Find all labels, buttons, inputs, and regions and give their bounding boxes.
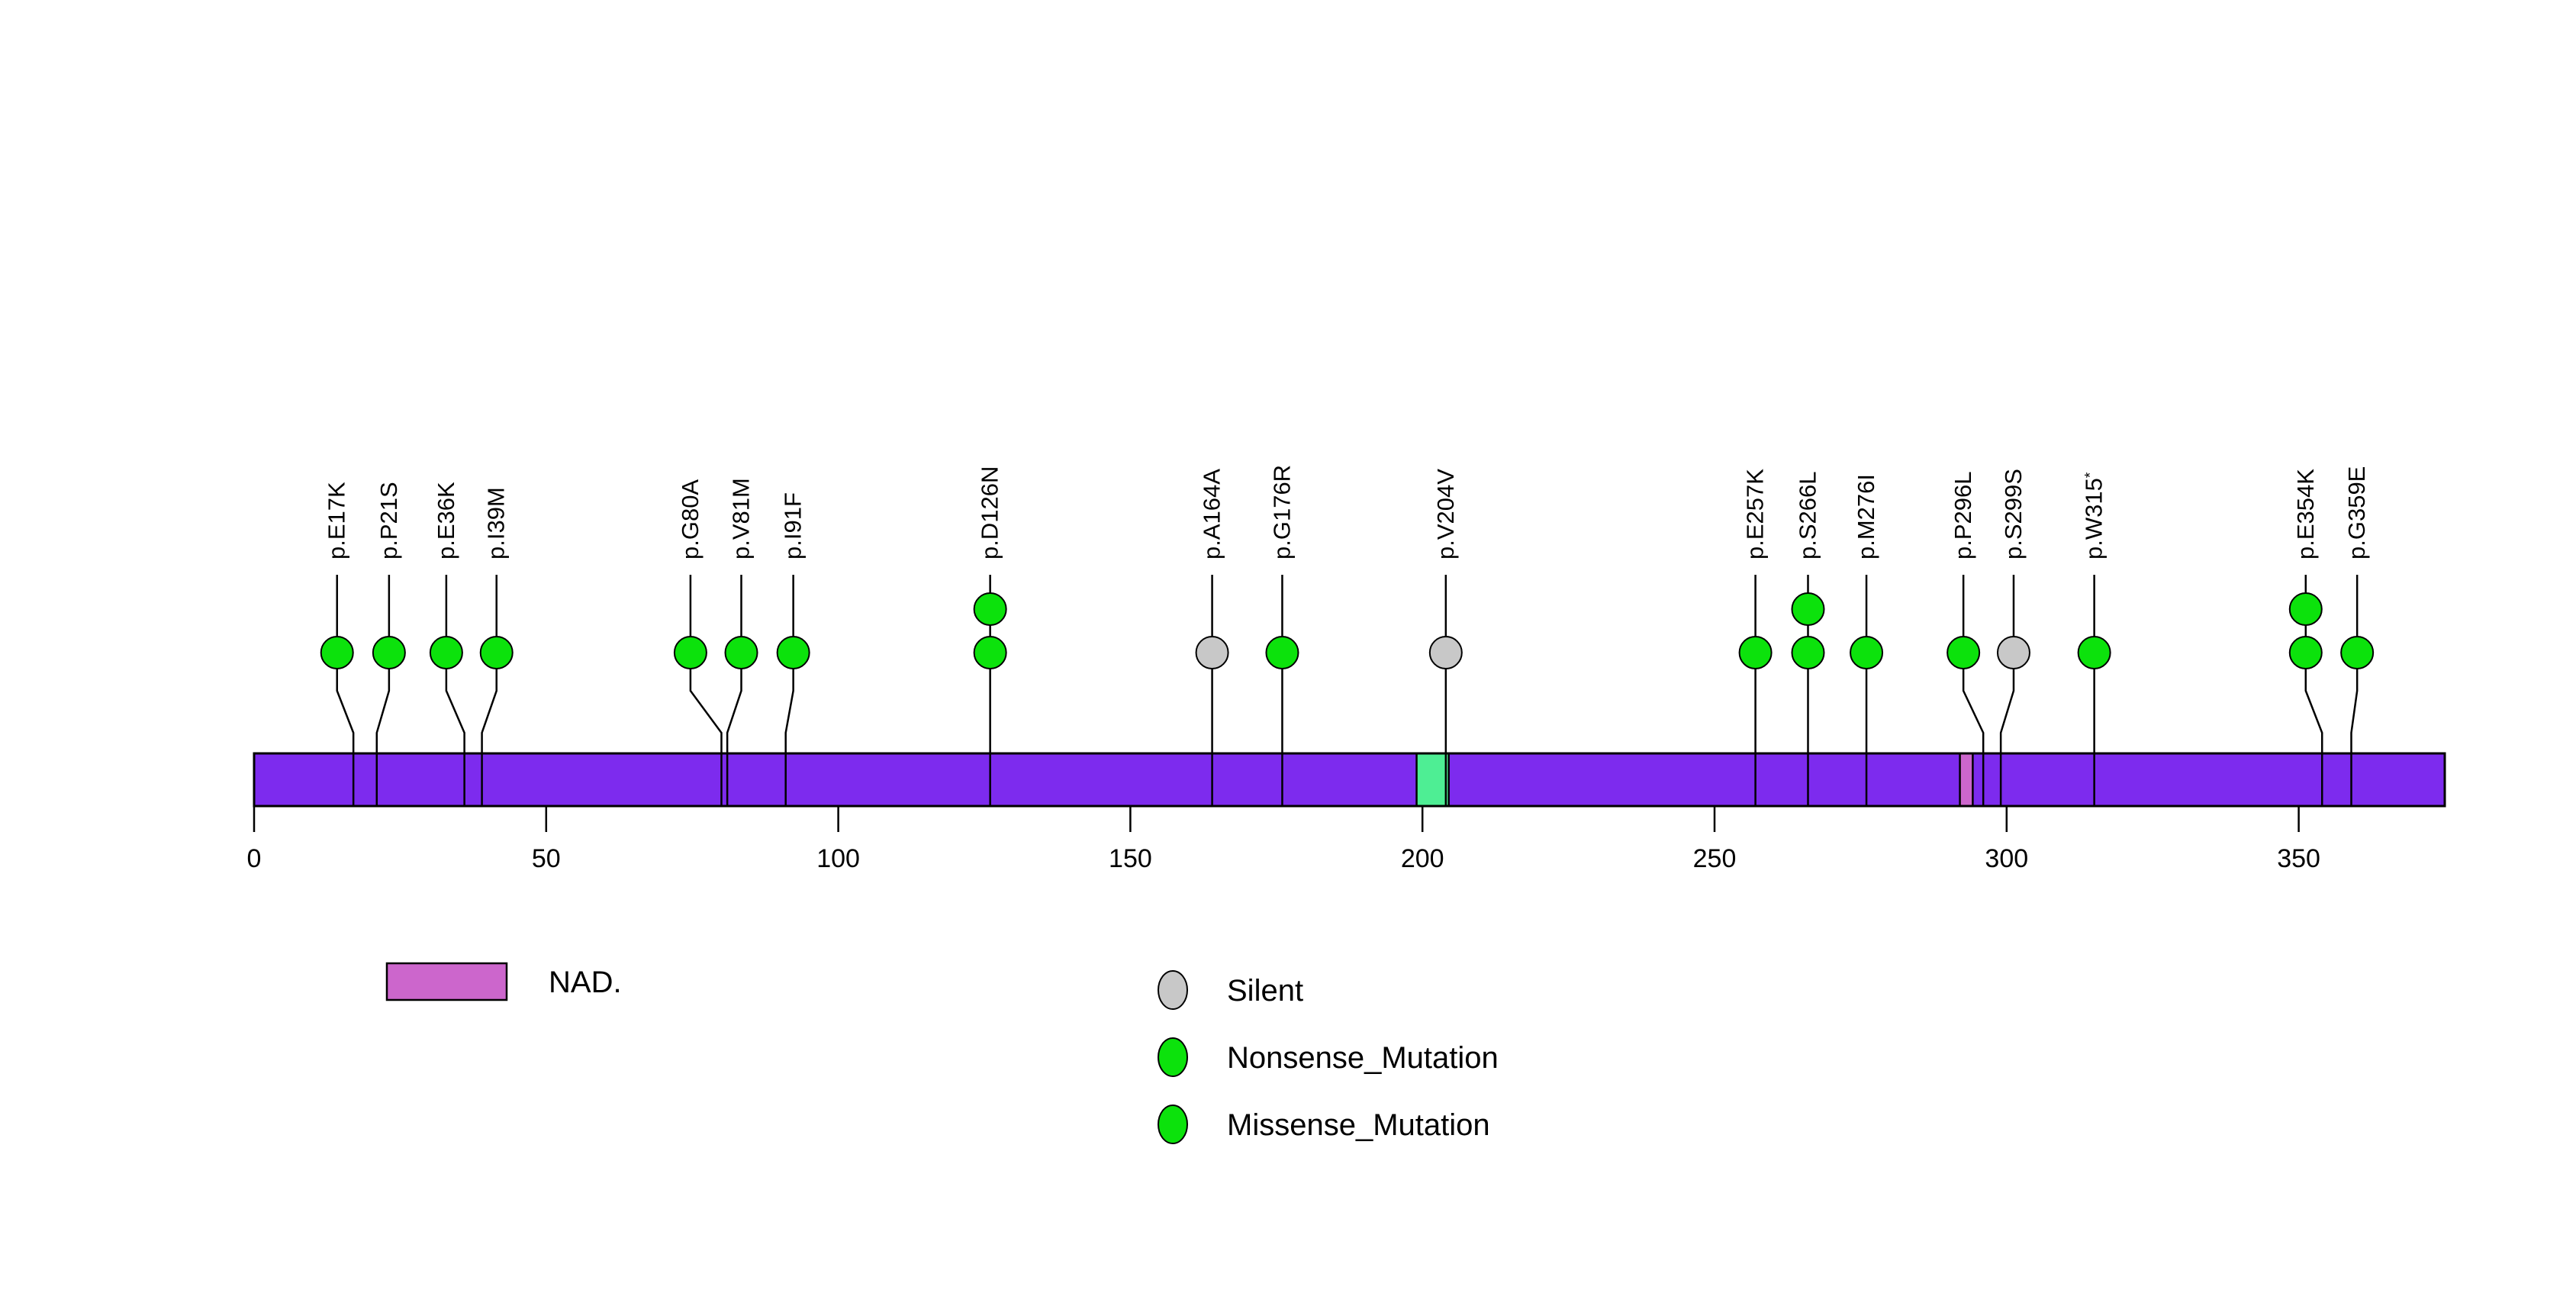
stick-bottom-p.P296L	[1962, 669, 1985, 806]
legend-domain-swatch-nad	[385, 962, 508, 1001]
mutation-circle-p.E257K	[1738, 636, 1773, 669]
legend-label-silent: Silent	[1227, 974, 1303, 1008]
mutation-circle-p.E354K-2	[2288, 592, 2323, 626]
domain-nad	[1959, 752, 1974, 808]
mutation-circle-p.P21S	[372, 636, 406, 669]
mutation-circle-p.G176R	[1265, 636, 1299, 669]
mutation-label-p.I91F: p.I91F	[780, 492, 807, 560]
mutation-label-p.V81M: p.V81M	[728, 478, 755, 560]
legend-circle-missense_mutation	[1158, 1105, 1188, 1144]
mutation-label-p.I39M: p.I39M	[483, 487, 510, 560]
axis-tick-label-0: 0	[247, 844, 262, 873]
mutation-label-p.G80A: p.G80A	[677, 479, 704, 560]
mutation-circle-p.W315*	[2077, 636, 2111, 669]
axis-tick-label-250: 250	[1693, 844, 1737, 873]
stick-bottom-p.G80A	[689, 669, 723, 806]
mutation-circle-p.E36K	[429, 636, 463, 669]
mutation-label-p.E354K: p.E354K	[2292, 469, 2319, 560]
stick-bottom-p.I39M	[481, 669, 497, 806]
mutation-circle-p.G80A	[673, 636, 707, 669]
mutation-circle-p.V81M	[724, 636, 758, 669]
mutation-circle-p.G359E	[2340, 636, 2375, 669]
stick-bottom-p.E17K	[336, 669, 355, 806]
mutation-circle-p.D126N-2	[973, 592, 1007, 626]
mutation-circle-p.S266L-1	[1791, 636, 1825, 669]
mutation-circle-p.I39M	[479, 636, 514, 669]
mutation-label-p.M276I: p.M276I	[1853, 474, 1879, 560]
mutation-circle-p.A164A	[1195, 636, 1229, 669]
mutation-label-p.S266L: p.S266L	[1794, 472, 1821, 560]
mutation-label-p.E257K: p.E257K	[1742, 469, 1769, 560]
mutation-label-p.V204V: p.V204V	[1432, 469, 1459, 560]
stick-bottom-p.E36K	[445, 669, 465, 806]
mutation-circle-p.V204V	[1428, 636, 1463, 669]
mutation-label-p.G359E: p.G359E	[2343, 466, 2370, 560]
stick-bottom-p.I91F	[784, 669, 794, 806]
axis-tick-label-350: 350	[2277, 844, 2320, 873]
stick-bottom-p.S299S	[1999, 669, 2015, 806]
mutation-label-p.P21S: p.P21S	[375, 482, 402, 560]
legend-circle-silent	[1158, 970, 1188, 1010]
mutation-circle-p.S299S	[1996, 636, 2030, 669]
axis-tick-label-200: 200	[1401, 844, 1444, 873]
mutation-label-p.P296L: p.P296L	[1950, 472, 1976, 560]
mutation-circle-p.P296L	[1946, 636, 1981, 669]
mutation-label-p.E36K: p.E36K	[433, 482, 459, 560]
stick-bottom-p.P21S	[375, 669, 391, 806]
stick-bottom-p.V81M	[726, 669, 742, 806]
axis-tick-label-300: 300	[1985, 844, 2028, 873]
stick-bottom-p.E354K	[2304, 669, 2323, 806]
mutation-circle-p.M276I	[1850, 636, 1884, 669]
mutation-label-p.D126N: p.D126N	[977, 466, 1003, 560]
legend-domain-label-nad: NAD.	[549, 966, 622, 999]
legend-label-nonsense_mutation: Nonsense_Mutation	[1227, 1041, 1499, 1075]
mutation-circle-p.S266L-2	[1791, 592, 1825, 626]
mutation-circle-p.E17K	[320, 636, 354, 669]
legend-circle-nonsense_mutation	[1158, 1037, 1188, 1077]
legend-label-missense_mutation: Missense_Mutation	[1227, 1108, 1490, 1142]
mutation-circle-p.I91F	[776, 636, 810, 669]
axis-tick-label-50: 50	[532, 844, 561, 873]
protein-bar-outline	[253, 752, 2446, 808]
stick-bottom-p.G359E	[2350, 669, 2359, 806]
mutation-circle-p.E354K-1	[2288, 636, 2323, 669]
mutation-label-p.S299S: p.S299S	[2000, 469, 2027, 560]
mutation-label-p.A164A: p.A164A	[1199, 469, 1225, 560]
axis-tick-label-100: 100	[816, 844, 860, 873]
mutation-label-p.E17K: p.E17K	[324, 482, 350, 560]
mutation-label-p.W315*: p.W315*	[2081, 472, 2107, 560]
protein-bar	[254, 753, 2445, 806]
axis-tick-label-150: 150	[1109, 844, 1152, 873]
mutation-label-p.G176R: p.G176R	[1268, 465, 1295, 560]
domain-unnamed-0	[1415, 752, 1450, 808]
mutation-circle-p.D126N-1	[973, 636, 1007, 669]
